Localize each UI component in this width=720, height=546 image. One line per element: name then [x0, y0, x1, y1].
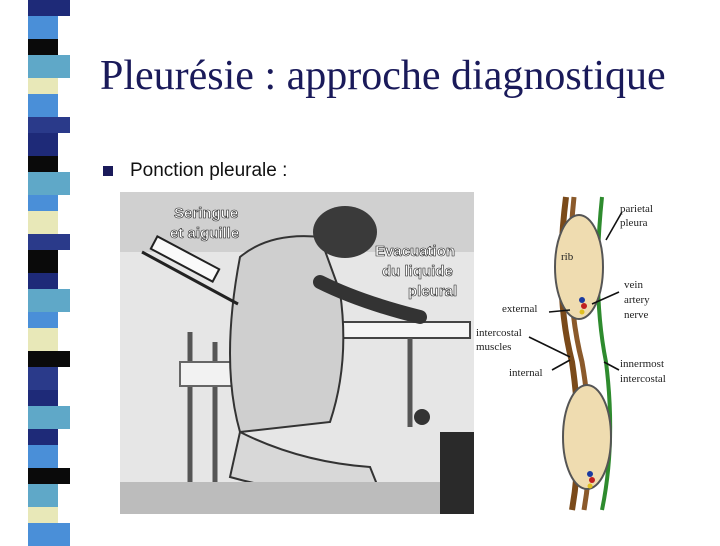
stripe-block	[28, 172, 70, 195]
stripe-block	[28, 367, 58, 390]
stripe-block	[28, 78, 58, 94]
stripe-block	[28, 16, 58, 39]
rib-lower	[562, 384, 612, 490]
label-rib: rib	[561, 251, 574, 263]
stripe-block	[28, 234, 70, 250]
rib-upper	[554, 214, 604, 320]
stripe-block	[28, 351, 70, 367]
stripe-block	[28, 55, 70, 78]
slide-title: Pleurésie : approche diagnostique	[100, 53, 666, 99]
stripe-block	[28, 328, 58, 351]
stripe-block	[28, 39, 58, 55]
stripe-block	[28, 445, 58, 468]
label-external: external	[502, 303, 537, 315]
stripe-block	[28, 507, 58, 523]
label-internal: internal	[509, 367, 543, 379]
label-muscles: muscles	[476, 341, 511, 353]
label-pleural: pleural	[408, 283, 457, 300]
label-innermost: innermost	[620, 358, 664, 370]
stripe-block	[28, 390, 58, 406]
label-parietal: parietal	[620, 203, 653, 215]
stripe-block	[28, 484, 58, 507]
thoracentesis-illustration: Seringue et aiguille Evacuation du liqui…	[120, 192, 475, 514]
stripe-block	[28, 133, 58, 156]
label-du-liquide: du liquide	[382, 263, 453, 280]
stripe-block	[28, 211, 58, 234]
stripe-block	[28, 94, 58, 117]
stripe-block	[28, 195, 58, 211]
label-seringue: Seringue	[174, 205, 238, 222]
intercostal-anatomy-diagram: parietal pleura rib vein artery nerve ex…	[474, 192, 704, 514]
stripe-block	[28, 0, 70, 16]
stripe-block	[28, 523, 70, 546]
label-intercostal: intercostal	[476, 327, 522, 339]
stripe-block	[28, 312, 58, 328]
stripe-block	[28, 273, 58, 289]
stripe-block	[28, 289, 70, 312]
stripe-block	[28, 468, 70, 484]
label-pleura: pleura	[620, 217, 648, 229]
bullet-text: Ponction pleurale :	[130, 160, 288, 181]
stripe-block	[28, 406, 70, 429]
label-nerve: nerve	[624, 309, 649, 321]
decorative-stripe	[28, 0, 70, 546]
label-evacuation: Evacuation	[375, 243, 455, 260]
stripe-block	[28, 156, 58, 172]
label-intercostal-2: intercostal	[620, 373, 666, 385]
stripe-block	[28, 429, 58, 445]
syringe-icon	[141, 235, 239, 306]
stripe-block	[28, 250, 58, 273]
bullet-square-icon	[103, 166, 113, 176]
label-vein: vein	[624, 279, 643, 291]
label-artery: artery	[624, 294, 650, 306]
stripe-block	[28, 117, 70, 133]
label-aiguille: et aiguille	[170, 225, 239, 242]
